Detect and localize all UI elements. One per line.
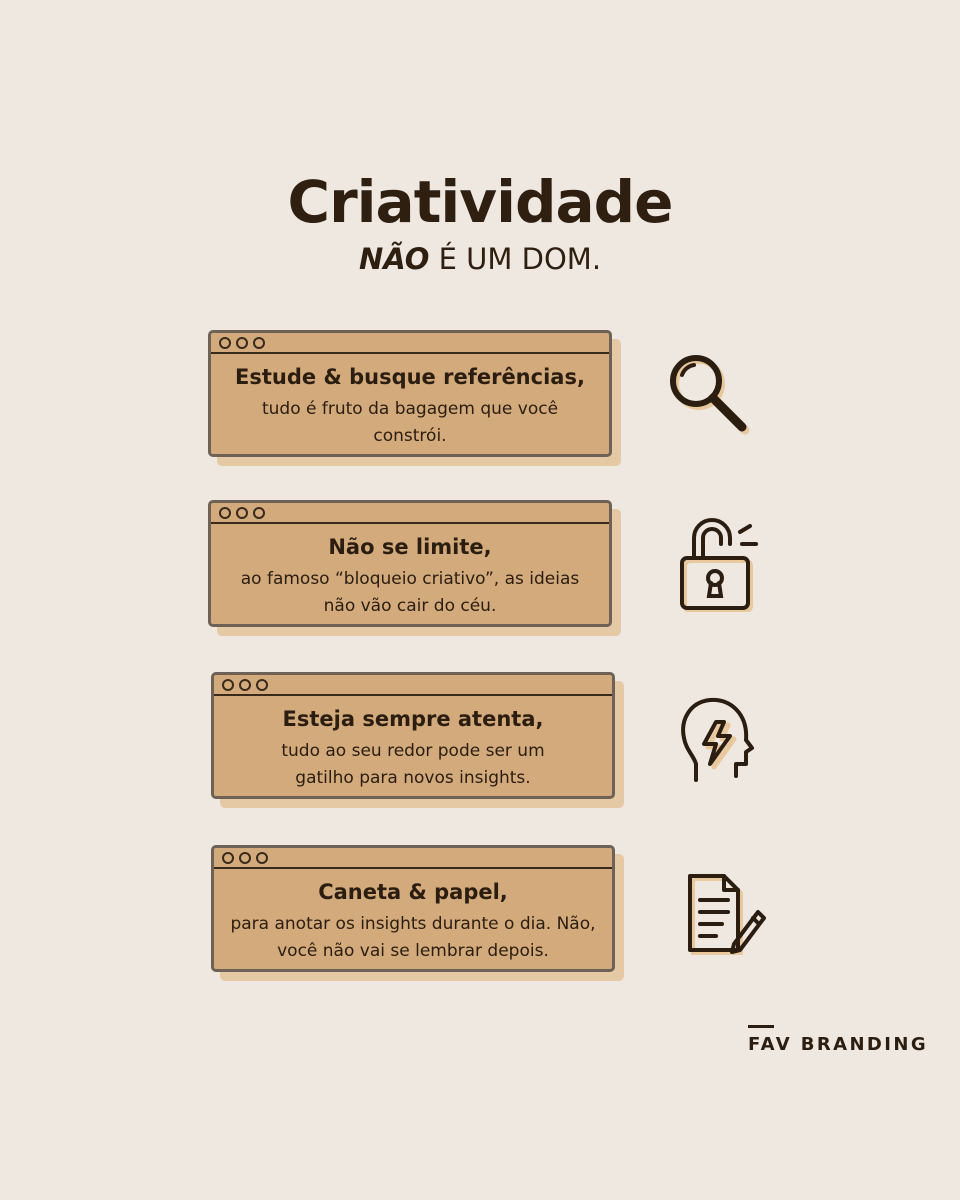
tip-card-references: Estude & busque referências, tudo é frut… xyxy=(208,330,612,457)
window-bar xyxy=(214,848,612,869)
window-dot xyxy=(256,852,268,864)
window-dot xyxy=(219,337,231,349)
tip-card-no-limits: Não se limite, ao famoso “bloqueio criat… xyxy=(208,500,612,627)
subtitle-rest: É UM DOM. xyxy=(438,242,602,276)
magnifier-icon xyxy=(670,355,750,435)
window-bar xyxy=(214,675,612,696)
brand-logo-text: FAV BRANDING xyxy=(748,1034,928,1055)
page-subtitle: NÃO É UM DOM. xyxy=(0,242,960,276)
window-dot xyxy=(256,679,268,691)
head-lightning-icon xyxy=(681,697,754,782)
card-heading: Caneta & papel, xyxy=(318,880,508,904)
subtitle-emphasis: NÃO xyxy=(358,242,430,276)
card-body: tudo ao seu redor pode ser um gatilho pa… xyxy=(281,741,545,788)
page-title: Criatividade xyxy=(287,168,674,236)
open-padlock-icon xyxy=(680,518,758,612)
window-dot xyxy=(239,852,251,864)
card-body: tudo é fruto da bagagem que você constró… xyxy=(261,399,559,446)
tip-card-attention: Esteja sempre atenta, tudo ao seu redor … xyxy=(211,672,615,799)
window-dot xyxy=(253,507,265,519)
window-bar xyxy=(211,333,609,354)
window-dot xyxy=(222,679,234,691)
card-body: para anotar os insights durante o dia. N… xyxy=(230,914,596,961)
card-heading: Estude & busque referências, xyxy=(235,365,585,389)
document-pen-icon xyxy=(688,874,766,955)
card-body: ao famoso “bloqueio criativo”, as ideias… xyxy=(240,569,580,616)
window-dot xyxy=(236,337,248,349)
card-heading: Não se limite, xyxy=(328,535,492,559)
window-dot xyxy=(222,852,234,864)
window-dot xyxy=(219,507,231,519)
card-heading: Esteja sempre atenta, xyxy=(282,707,544,731)
window-dot xyxy=(253,337,265,349)
window-dot xyxy=(239,679,251,691)
window-dot xyxy=(236,507,248,519)
window-bar xyxy=(211,503,609,524)
tip-card-pen-paper: Caneta & papel, para anotar os insights … xyxy=(211,845,615,972)
brand-overline xyxy=(748,1025,774,1028)
